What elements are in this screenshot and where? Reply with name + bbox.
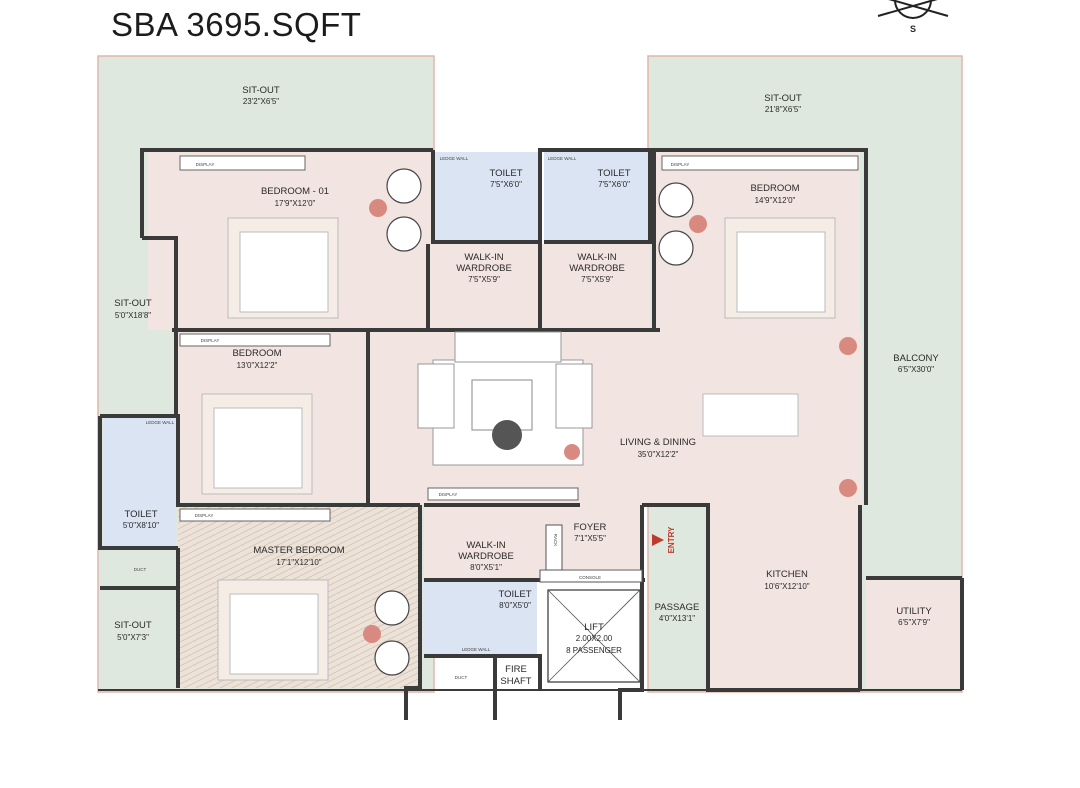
room-name: WALK-IN bbox=[466, 540, 505, 551]
room-name: SIT-OUT bbox=[114, 298, 152, 309]
ledge-wall-label: LEDGE WALL bbox=[146, 420, 175, 425]
walls bbox=[98, 148, 964, 720]
toilet-1-floor bbox=[433, 152, 540, 242]
display-label: DISPLAY bbox=[201, 338, 220, 343]
room-dim: 4'0"X13'1" bbox=[659, 614, 695, 623]
ledge-wall-label: LEDGE WALL bbox=[548, 156, 577, 161]
room-name: KITCHEN bbox=[766, 569, 808, 580]
room-dim: 7'5"X6'0" bbox=[598, 180, 630, 189]
room-dim: 7'5"X5'9" bbox=[468, 275, 500, 284]
kitchen-floor bbox=[710, 505, 860, 688]
room-dim: 7'5"X5'9" bbox=[581, 275, 613, 284]
room-dim: 17'1"X12'10" bbox=[276, 558, 321, 567]
room-dim: 14'9"X12'0" bbox=[755, 196, 796, 205]
room-extra: 8 PASSENGER bbox=[566, 646, 622, 655]
toilet-master-floor bbox=[424, 582, 537, 654]
ledge-wall-label: LEDGE WALL bbox=[462, 647, 491, 652]
duct-label: DUCT bbox=[134, 567, 147, 572]
room-name: BEDROOM bbox=[232, 348, 281, 359]
room-dim: 5'0"X18'8" bbox=[115, 311, 151, 320]
room-dim: 35'0"X12'2" bbox=[638, 450, 679, 459]
toilet-left-floor bbox=[104, 418, 176, 546]
room-name-2: WARDROBE bbox=[456, 263, 512, 274]
room-name: TOILET bbox=[124, 509, 157, 520]
display-label: DISPLAY bbox=[439, 492, 458, 497]
room-name: WALK-IN bbox=[464, 252, 503, 263]
display-units bbox=[179, 155, 859, 522]
utility-floor bbox=[866, 578, 962, 688]
toilet-2-floor bbox=[544, 152, 650, 242]
room-name: TOILET bbox=[597, 168, 630, 179]
room-name: FIRE bbox=[505, 664, 527, 675]
entry-arrow-icon bbox=[652, 534, 664, 546]
room-name: PASSAGE bbox=[655, 602, 700, 613]
compass-icon: S bbox=[877, 0, 949, 34]
ledge-wall-label: LEDGE WALL bbox=[440, 156, 469, 161]
display-label: DISPLAY bbox=[196, 162, 215, 167]
room-name: LIVING & DINING bbox=[620, 437, 696, 448]
display-label: DISPLAY bbox=[195, 513, 214, 518]
room-dim: 23'2"X6'5" bbox=[243, 97, 279, 106]
console-label: CONSOLE bbox=[579, 575, 601, 580]
room-name-2: WARDROBE bbox=[569, 263, 625, 274]
console bbox=[539, 569, 643, 583]
room-name: LIFT bbox=[584, 622, 604, 633]
room-name: SIT-OUT bbox=[764, 93, 802, 104]
duct-label: DUCT bbox=[455, 675, 468, 680]
room-dim: 17'9"X12'0" bbox=[275, 199, 316, 208]
armchairs bbox=[374, 168, 694, 676]
beds bbox=[201, 217, 836, 681]
room-name: BEDROOM bbox=[750, 183, 799, 194]
room-name-2: SHAFT bbox=[500, 676, 531, 687]
room-name: SIT-OUT bbox=[242, 85, 280, 96]
room-name: WALK-IN bbox=[577, 252, 616, 263]
display-label: DISPLAY bbox=[671, 162, 690, 167]
room-name-2: WARDROBE bbox=[458, 551, 514, 562]
living-furniture bbox=[363, 199, 857, 643]
rack-label: RACK bbox=[553, 534, 558, 547]
page-title: SBA 3695.SQFT bbox=[111, 6, 362, 43]
room-name: UTILITY bbox=[896, 606, 932, 617]
room-dim: 7'1"X5'5" bbox=[574, 534, 606, 543]
rack bbox=[545, 524, 563, 572]
entry-label: ENTRY bbox=[667, 526, 676, 553]
room-name: MASTER BEDROOM bbox=[253, 545, 344, 556]
room-dim: 6'5"X30'0" bbox=[898, 365, 934, 374]
walkin-3-floor bbox=[424, 505, 540, 580]
room-labels: SIT-OUT 23'2"X6'5" SIT-OUT 21'8"X6'5" BE… bbox=[114, 85, 939, 687]
room-dim: 2.00X2.00 bbox=[576, 634, 613, 643]
room-dim: 5'0"X8'10" bbox=[123, 521, 159, 530]
room-dim: 8'0"X5'1" bbox=[470, 563, 502, 572]
room-dim: 8'0"X5'0" bbox=[499, 601, 531, 610]
room-dim: 7'5"X6'0" bbox=[490, 180, 522, 189]
room-name: TOILET bbox=[498, 589, 531, 600]
room-dim: 13'0"X12'2" bbox=[237, 361, 278, 370]
room-name: TOILET bbox=[489, 168, 522, 179]
room-name: FOYER bbox=[574, 522, 607, 533]
room-name: SIT-OUT bbox=[114, 620, 152, 631]
room-name: BEDROOM - 01 bbox=[261, 186, 329, 197]
compass-south-label: S bbox=[910, 24, 916, 34]
room-dim: 6'5"X7'9" bbox=[898, 618, 930, 627]
room-dim: 10'6"X12'10" bbox=[764, 582, 809, 591]
room-dim: 21'8"X6'5" bbox=[765, 105, 801, 114]
room-name: BALCONY bbox=[893, 353, 939, 364]
room-dim: 5'0"X7'3" bbox=[117, 633, 149, 642]
